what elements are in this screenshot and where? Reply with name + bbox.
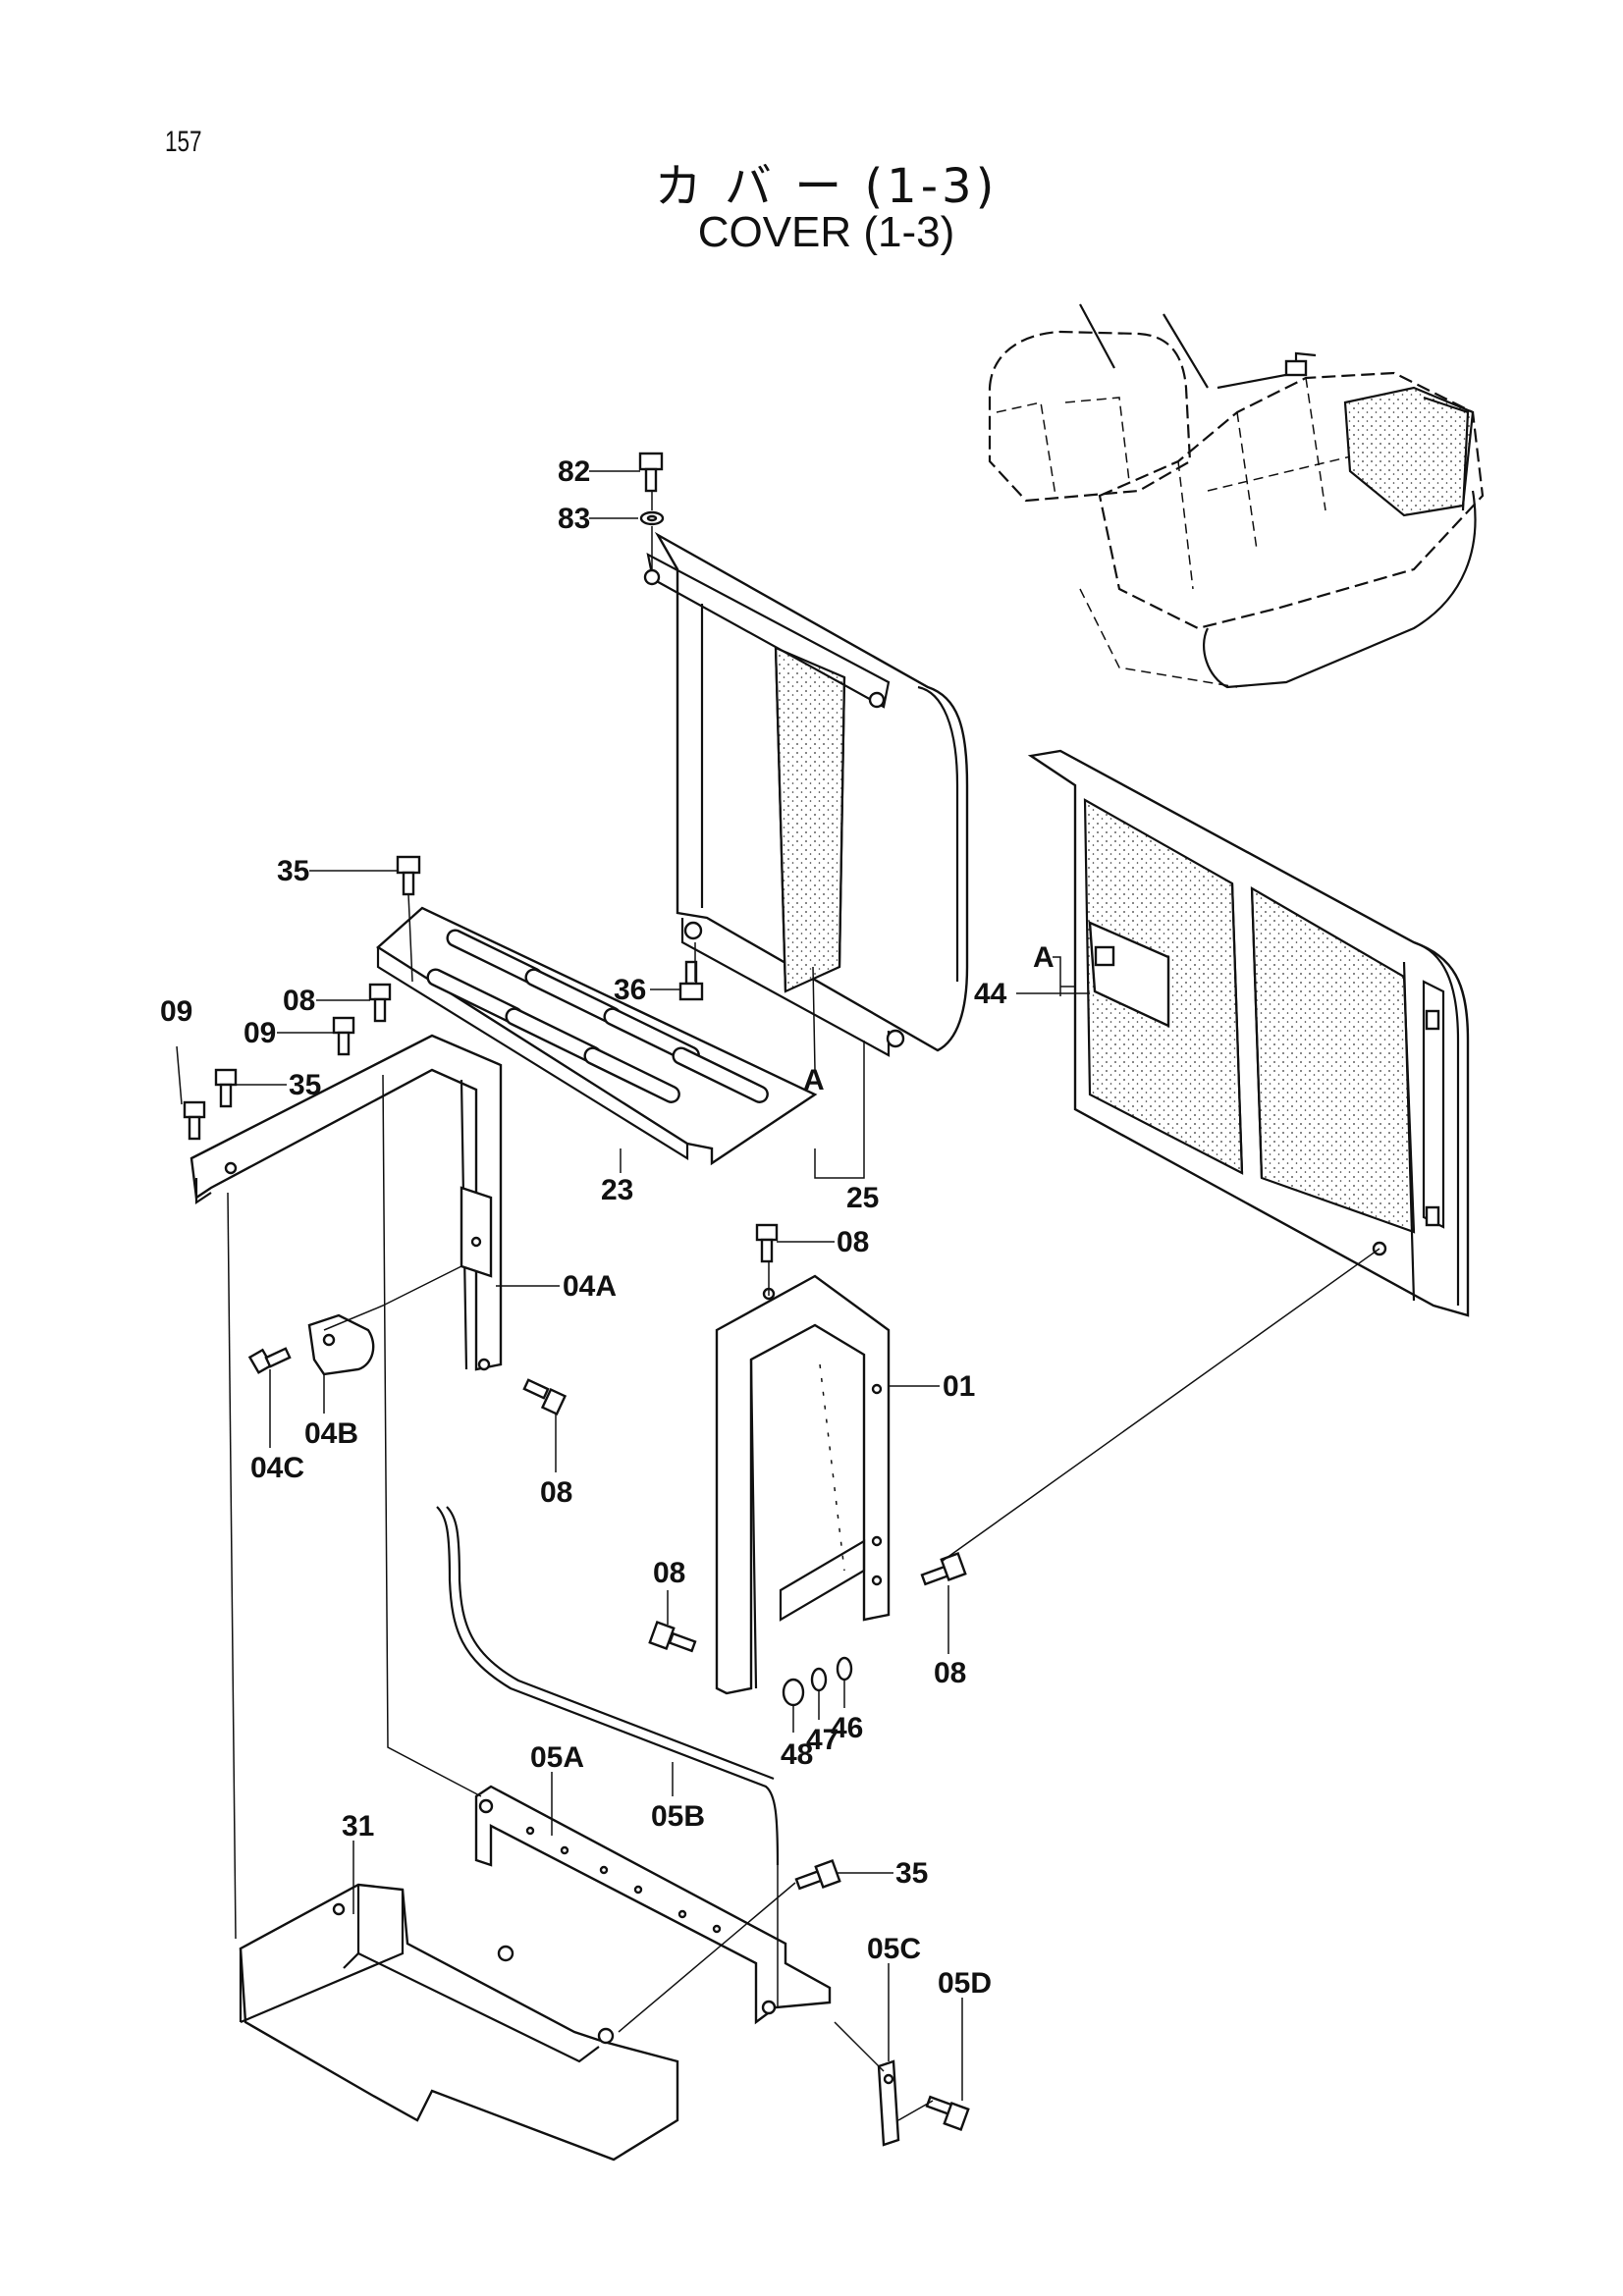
callout-a-right: A	[1033, 941, 1055, 974]
callout-36: 36	[614, 974, 646, 1006]
callout-35-mid: 35	[289, 1069, 321, 1101]
callout-09-left: 09	[160, 995, 192, 1028]
bolt-08-upper	[368, 983, 392, 1023]
callout-labels: 82 83 35 36 08 09 09 35 A 25 23 A 44 08 …	[160, 455, 1055, 2000]
part-44-side-cover	[1027, 749, 1470, 1317]
bolt-08-01	[755, 1223, 779, 1263]
callout-83: 83	[558, 503, 590, 535]
callout-09-mid: 09	[243, 1017, 276, 1049]
callout-48: 48	[781, 1738, 813, 1771]
callout-05b: 05B	[651, 1800, 705, 1833]
callout-08-01: 08	[837, 1226, 869, 1258]
part-31-duct	[239, 1883, 679, 2162]
callout-46: 46	[831, 1712, 863, 1744]
callout-a-left: A	[803, 1064, 825, 1096]
bolt-36	[678, 960, 704, 1001]
callout-25: 25	[846, 1182, 879, 1214]
callout-47: 47	[806, 1724, 839, 1756]
callout-23: 23	[601, 1174, 633, 1206]
callout-05d: 05D	[938, 1967, 992, 2000]
bolt-04c	[247, 1347, 292, 1374]
part-05c-small-bracket	[877, 2059, 900, 2147]
excavator-location-view	[988, 303, 1485, 689]
bolt-82	[638, 452, 664, 493]
callout-08-upper: 08	[283, 985, 315, 1017]
bolts-and-fasteners	[183, 452, 970, 2131]
bolt-09-mid	[332, 1016, 355, 1056]
callout-01: 01	[943, 1370, 975, 1403]
bolt-08-right	[920, 1552, 967, 1586]
assembly-lines	[227, 491, 1380, 2121]
callout-31: 31	[342, 1810, 374, 1842]
part-05b-rod	[436, 1506, 780, 1866]
title-japanese: カ バ ー (1-3)	[654, 159, 999, 214]
callout-44: 44	[974, 978, 1007, 1010]
callout-08-left: 08	[653, 1557, 685, 1589]
washer-83	[639, 510, 665, 526]
callout-05c: 05C	[867, 1933, 921, 1965]
callout-35-top: 35	[277, 855, 309, 887]
bolt-08-04a	[522, 1378, 568, 1416]
washer-46	[836, 1656, 853, 1682]
callout-08-right: 08	[934, 1657, 966, 1689]
part-05a-bracket	[474, 1785, 832, 2025]
bolt-35-lower	[794, 1859, 841, 1891]
part-04b-clip	[307, 1313, 375, 1376]
nut-48	[782, 1678, 805, 1707]
callout-08-04a: 08	[540, 1476, 572, 1509]
callout-04a: 04A	[563, 1270, 617, 1303]
page-number: 157	[165, 126, 202, 158]
callout-04c: 04C	[250, 1452, 304, 1484]
part-01-frame	[715, 1274, 891, 1695]
callout-04b: 04B	[304, 1417, 358, 1450]
washer-47	[810, 1667, 828, 1692]
bolt-35-top	[396, 855, 421, 896]
bolt-35-mid	[214, 1068, 238, 1108]
part-25-upper-cover	[643, 531, 969, 1057]
bolt-05d	[925, 2095, 970, 2131]
title-english: COVER (1-3)	[697, 208, 955, 256]
part-23-perforated-plate	[376, 906, 818, 1166]
callout-05a: 05A	[530, 1741, 584, 1774]
bolt-09-left	[183, 1100, 206, 1141]
part-04a-bracket	[189, 1034, 503, 1371]
callout-35-lower: 35	[895, 1857, 928, 1890]
bolt-08-left	[648, 1621, 697, 1653]
leader-lines	[176, 470, 1090, 2101]
callout-82: 82	[558, 455, 590, 488]
